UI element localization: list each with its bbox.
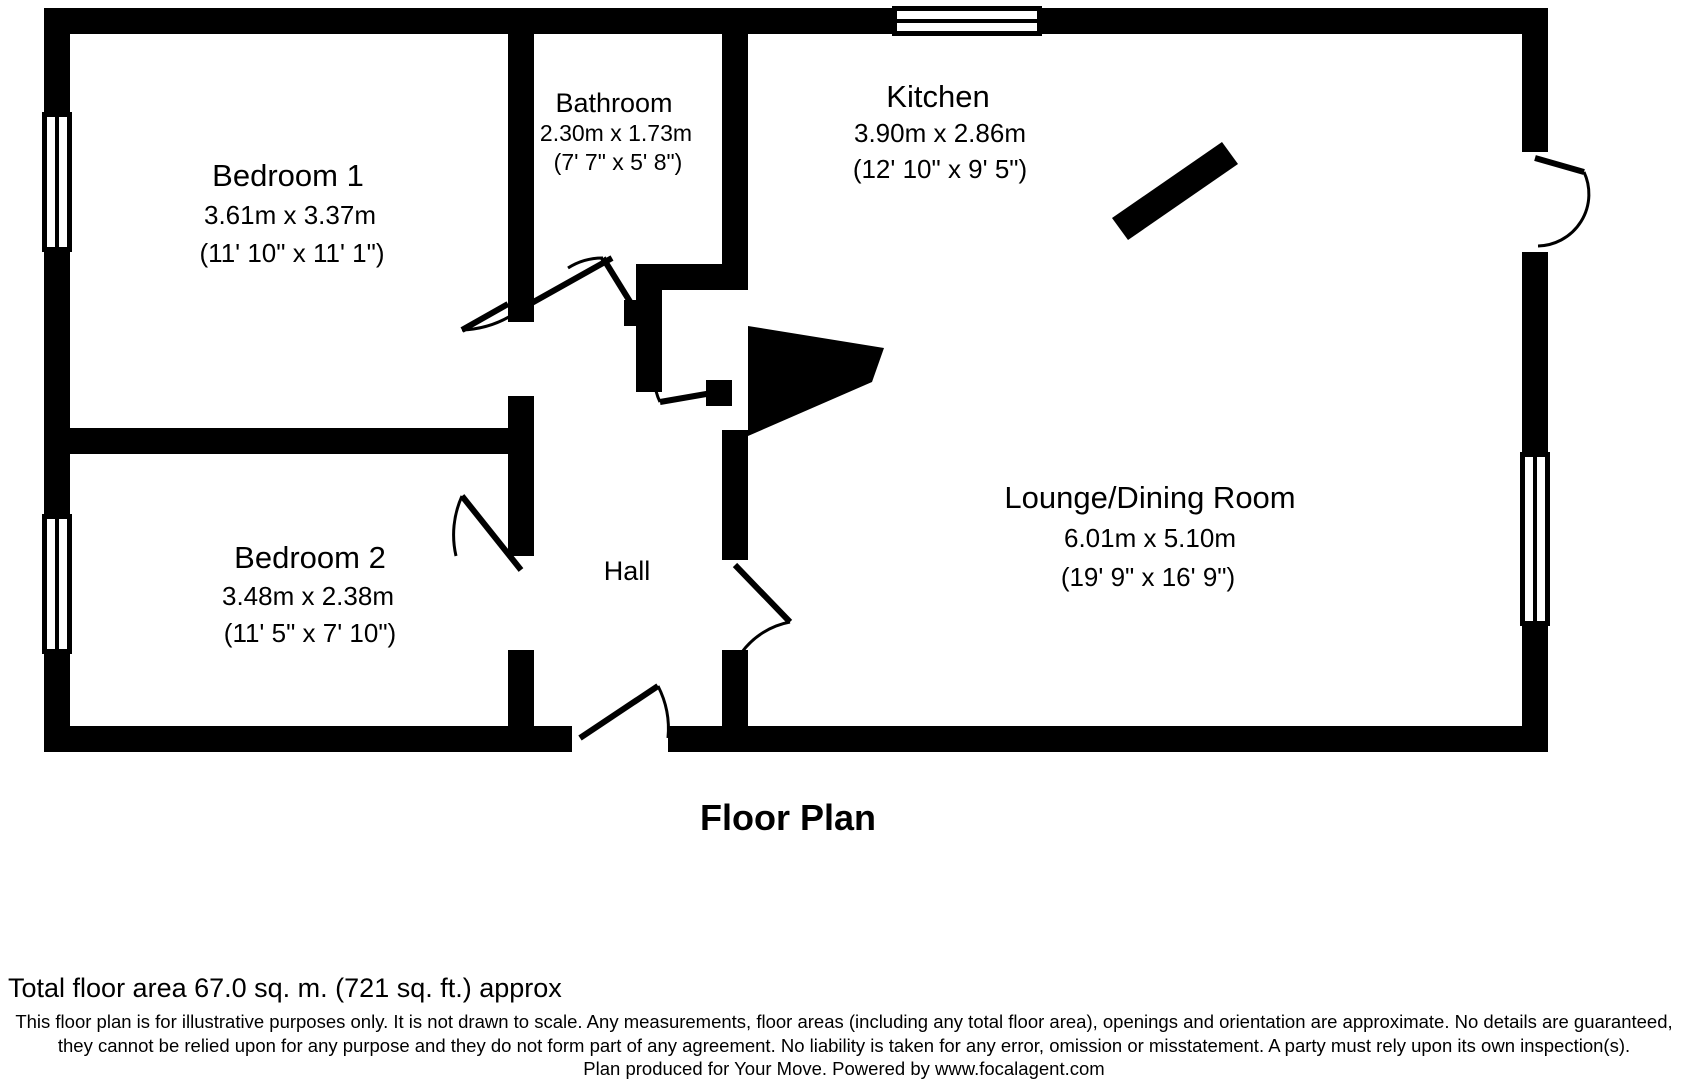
wall-top-left	[44, 8, 894, 34]
room-labels: Bedroom 1 3.61m x 3.37m (11' 10" x 11' 1…	[200, 79, 1296, 648]
room-imperial-lounge: (19' 9" x 16' 9")	[1061, 562, 1235, 592]
room-label-bathroom: Bathroom 2.30m x 1.73m (7' 7" x 5' 8")	[540, 88, 692, 175]
door-lounge-external	[1534, 155, 1591, 248]
wall-spine-right-mid	[722, 430, 748, 560]
room-imperial-bedroom-2: (11' 5" x 7' 10")	[224, 618, 396, 648]
exterior-walls	[44, 8, 1548, 752]
door-bathroom	[567, 256, 640, 315]
room-name-bedroom-2: Bedroom 2	[234, 540, 386, 575]
disclaimer-block: This floor plan is for illustrative purp…	[0, 1010, 1688, 1081]
floor-plan-drawing: Bedroom 1 3.61m x 3.37m (11' 10" x 11' 1…	[42, 6, 1591, 838]
room-name-kitchen: Kitchen	[886, 79, 989, 114]
wall-spine-left-mid	[508, 396, 534, 556]
wall-left-mid	[44, 250, 70, 516]
wall-bathroom-left	[636, 264, 662, 392]
room-metric-lounge: 6.01m x 5.10m	[1064, 523, 1236, 553]
disclaimer-line-2: they cannot be relied upon for any purpo…	[57, 1034, 1631, 1056]
room-name-lounge: Lounge/Dining Room	[1004, 480, 1295, 515]
door-bedroom-2	[452, 494, 524, 572]
wall-right-mid	[1522, 252, 1548, 454]
room-imperial-bedroom-1: (11' 10" x 11' 1")	[200, 238, 385, 268]
wall-spine-right-upper	[722, 8, 748, 276]
room-name-hall: Hall	[604, 556, 651, 586]
credit-line: Plan produced for Your Move. Powered by …	[583, 1058, 1105, 1079]
wall-spine-left-upper	[508, 8, 534, 304]
window-lounge-right	[1520, 452, 1550, 626]
wall-right-upper	[1522, 8, 1548, 152]
room-imperial-kitchen: (12' 10" x 9' 5")	[853, 154, 1027, 184]
wall-spine-right-lower	[722, 650, 748, 752]
room-label-bedroom-2: Bedroom 2 3.48m x 2.38m (11' 5" x 7' 10"…	[222, 540, 396, 648]
wall-spine-left-lower	[508, 650, 534, 752]
window-bedroom1-left	[42, 112, 72, 252]
room-label-lounge-dining-room: Lounge/Dining Room 6.01m x 5.10m (19' 9"…	[1004, 480, 1295, 592]
door-lounge	[732, 562, 793, 653]
room-imperial-bathroom: (7' 7" x 5' 8")	[554, 149, 683, 175]
room-label-bedroom-1: Bedroom 1 3.61m x 3.37m (11' 10" x 11' 1…	[200, 158, 385, 268]
room-metric-bathroom: 2.30m x 1.73m	[540, 120, 692, 146]
interior-walls	[44, 8, 1238, 752]
room-name-bathroom: Bathroom	[555, 88, 672, 118]
disclaimer-line-1: This floor plan is for illustrative purp…	[15, 1011, 1673, 1032]
footer: Total floor area 67.0 sq. m. (721 sq. ft…	[0, 960, 1688, 1080]
room-metric-bedroom-1: 3.61m x 3.37m	[204, 200, 376, 230]
door-bedroom-1	[460, 255, 614, 333]
wall-hall-angled-stub	[748, 326, 884, 436]
wall-bottom-left	[44, 726, 572, 752]
window-bedroom2-left	[42, 514, 72, 654]
room-name-bedroom-1: Bedroom 1	[212, 158, 364, 193]
door-bathroom-side	[653, 371, 713, 405]
page-title: Floor Plan	[700, 797, 876, 838]
room-metric-kitchen: 3.90m x 2.86m	[854, 118, 1026, 148]
window-kitchen-top	[892, 6, 1042, 36]
windows	[42, 6, 1550, 654]
room-metric-bedroom-2: 3.48m x 2.38m	[222, 581, 394, 611]
wall-left-upper	[44, 8, 70, 114]
door-swings	[452, 155, 1591, 741]
room-label-hall: Hall	[604, 556, 651, 586]
door-front-entrance	[578, 683, 670, 741]
wall-right-lower	[1522, 624, 1548, 752]
room-label-kitchen: Kitchen 3.90m x 2.86m (12' 10" x 9' 5")	[853, 79, 1027, 184]
wall-top-right	[1040, 8, 1548, 34]
floor-plan-canvas: Bedroom 1 3.61m x 3.37m (11' 10" x 11' 1…	[42, 6, 1591, 838]
wall-bottom-right	[668, 726, 1548, 752]
wall-bedroom-divider	[44, 428, 534, 454]
total-floor-area: Total floor area 67.0 sq. m. (721 sq. ft…	[8, 973, 562, 1003]
wall-kitchen-angled	[1112, 142, 1238, 240]
